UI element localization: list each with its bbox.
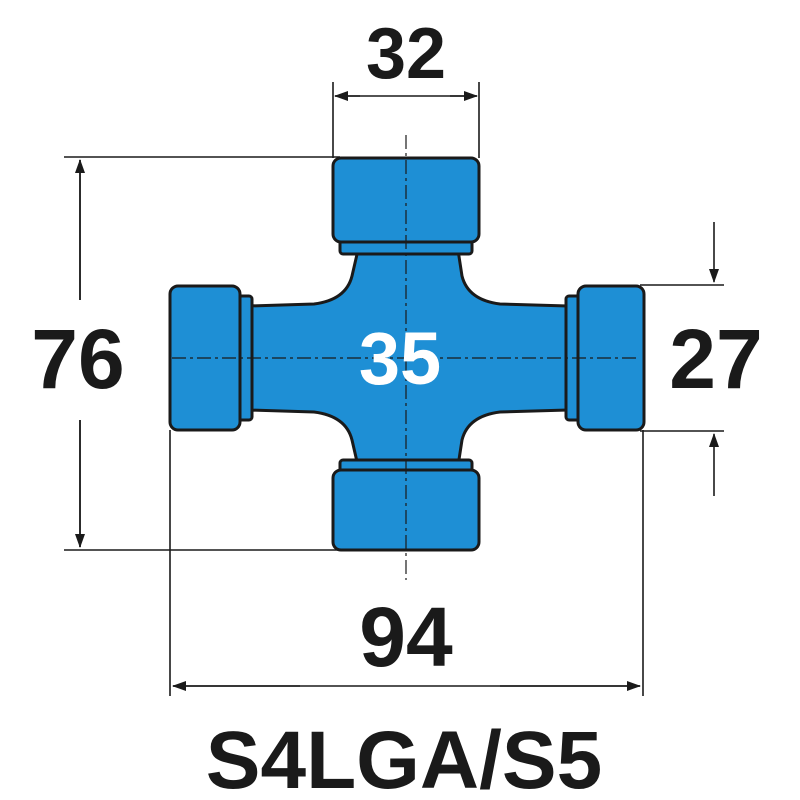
dimension-overall-height (64, 156, 340, 551)
dimension-top-width (332, 82, 480, 158)
overall-width-label: 94 (359, 590, 453, 684)
top-width-label: 32 (366, 14, 446, 94)
dimension-cap-diameter (640, 222, 724, 496)
model-designation: S4LGA/S5 (206, 715, 602, 800)
overall-height-label: 76 (31, 312, 124, 406)
center-lines (172, 135, 640, 580)
cap-diameter-label: 27 (669, 312, 762, 406)
dimension-overall-width (169, 430, 644, 696)
center-size-label: 35 (359, 317, 441, 400)
